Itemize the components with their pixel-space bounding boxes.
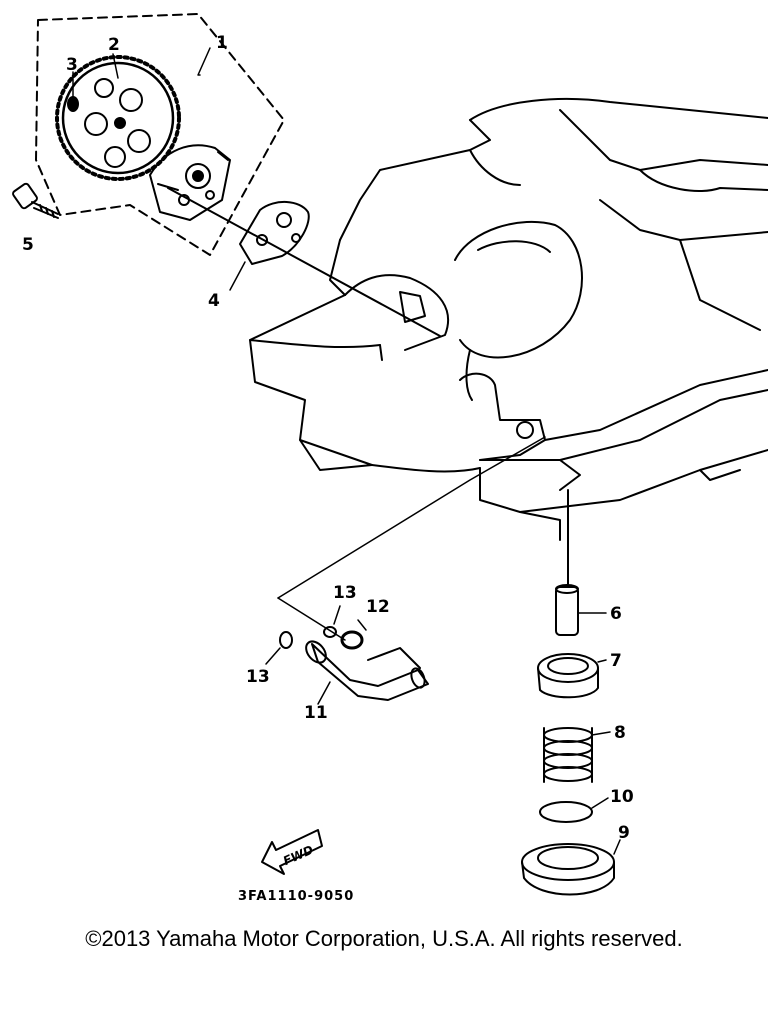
callout-12: 12 xyxy=(366,597,390,617)
o-ring-part-12 xyxy=(340,630,364,650)
callout-leaders xyxy=(72,47,621,855)
o-ring-part-13b xyxy=(279,631,293,649)
pump-body xyxy=(149,144,231,221)
o-ring-part-13a xyxy=(323,626,337,638)
callout-5: 5 xyxy=(22,235,34,255)
pipe-part-6 xyxy=(555,584,579,636)
drive-gear-part-2 xyxy=(55,55,181,181)
alignment-line-strainer xyxy=(277,436,546,599)
copyright-notice: ©2013 Yamaha Motor Corporation, U.S.A. A… xyxy=(85,926,683,951)
callout-7: 7 xyxy=(610,651,622,671)
callout-numbers: 1 2 3 4 5 6 7 8 9 10 11 12 13 13 xyxy=(22,33,634,843)
assembly-boundary xyxy=(35,13,285,256)
callout-11: 11 xyxy=(304,703,328,723)
drain-plug-part-9 xyxy=(521,843,615,896)
oil-pump-assembly xyxy=(12,13,285,256)
alignment-line-strainer-2 xyxy=(277,597,346,641)
bolt-part-5 xyxy=(12,182,59,219)
callout-9: 9 xyxy=(618,823,630,843)
spring-part-8 xyxy=(543,727,593,783)
cap-part-7 xyxy=(537,653,599,699)
callout-4: 4 xyxy=(208,291,220,311)
crankcase xyxy=(249,98,768,541)
callout-6: 6 xyxy=(610,604,622,624)
strainer-pipe-part-11 xyxy=(305,640,429,701)
alignment-line-pump xyxy=(167,187,441,337)
callout-10: 10 xyxy=(610,787,634,807)
o-ring-part-10 xyxy=(539,801,593,823)
callout-2: 2 xyxy=(108,35,120,55)
fwd-label: FWD xyxy=(281,843,315,869)
forward-arrow-icon: FWD xyxy=(261,829,323,875)
part-code: 3FA1110-9050 xyxy=(238,889,354,904)
callout-8: 8 xyxy=(614,723,626,743)
callout-13-upper: 13 xyxy=(333,583,357,603)
circlip-part-3 xyxy=(67,96,79,112)
callout-3: 3 xyxy=(66,55,78,75)
callout-1: 1 xyxy=(216,33,228,53)
callout-13-lower: 13 xyxy=(246,667,270,687)
